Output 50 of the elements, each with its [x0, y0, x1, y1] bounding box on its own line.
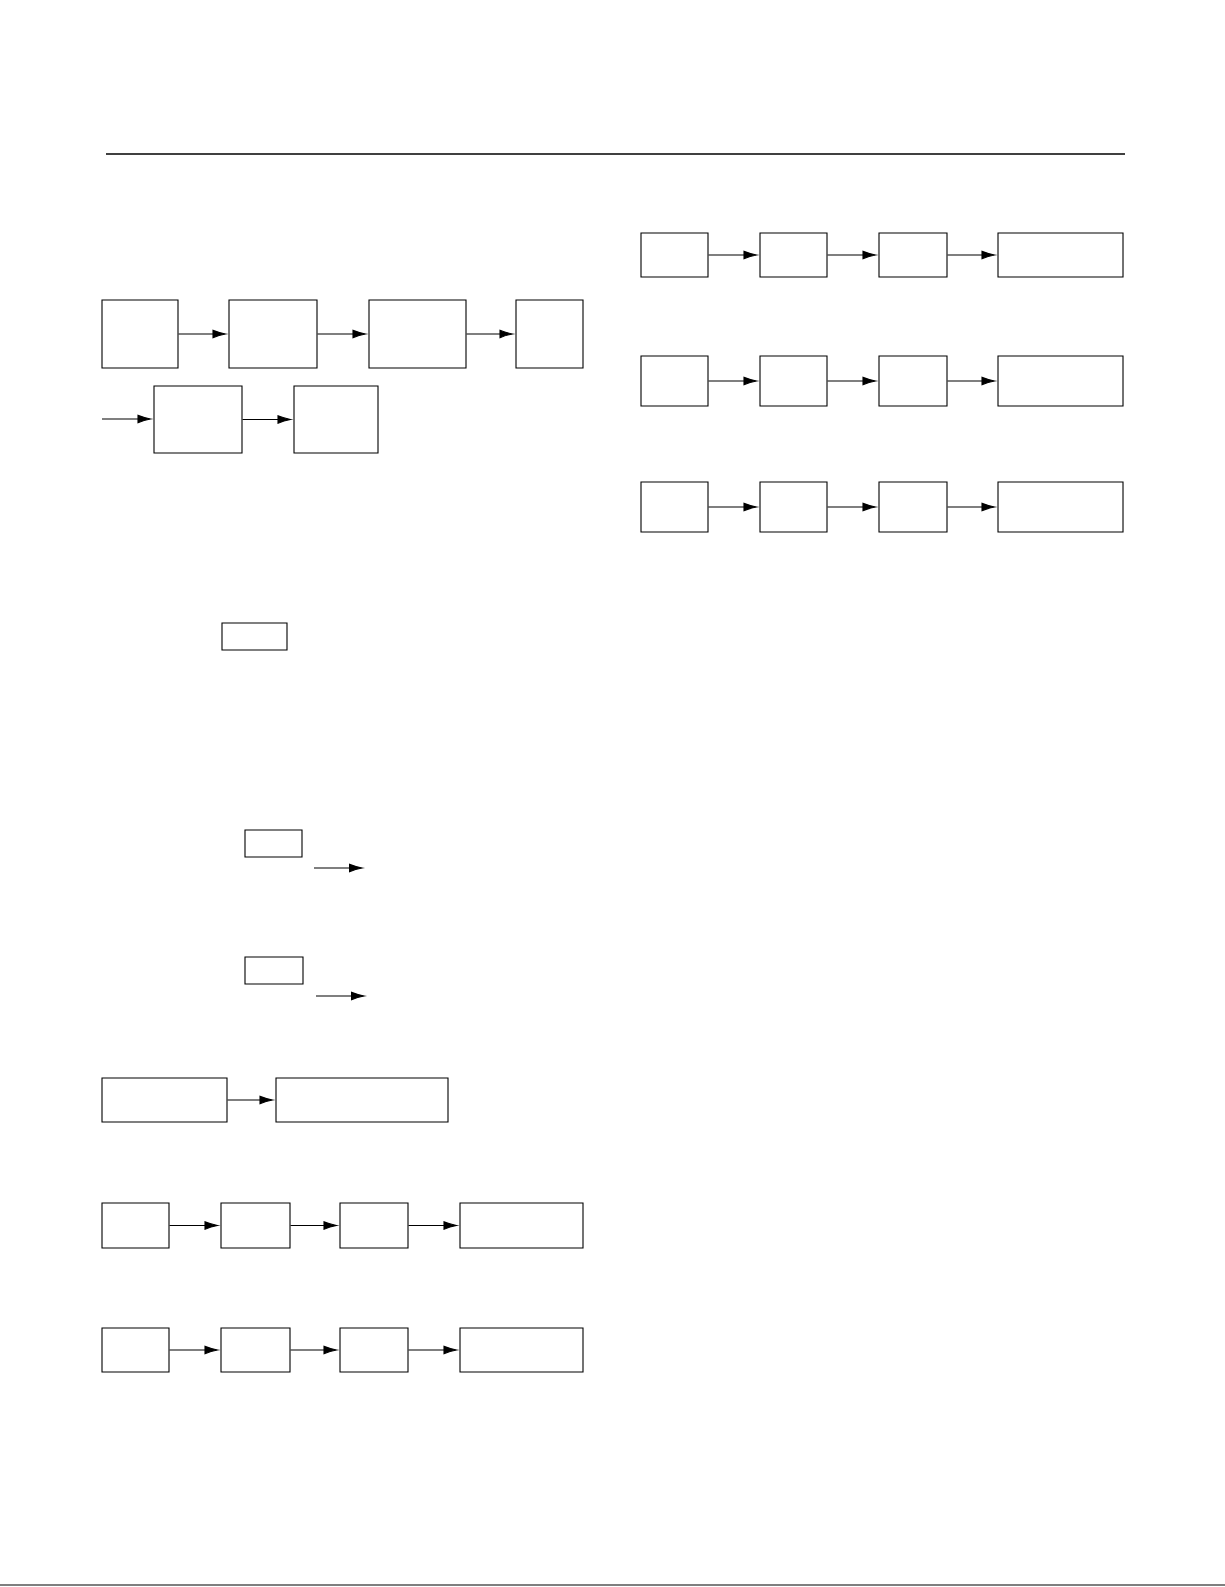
process-box	[368, 299, 467, 369]
process-box	[997, 232, 1124, 278]
arrow	[708, 376, 757, 386]
process-box	[640, 232, 709, 278]
process-box	[459, 1202, 584, 1249]
arrow	[408, 1345, 458, 1355]
process-box	[878, 232, 948, 278]
arrow	[101, 414, 151, 424]
process-box	[640, 481, 709, 533]
process-box	[293, 385, 379, 454]
process-box	[997, 481, 1124, 533]
process-box	[878, 481, 948, 533]
process-box	[220, 1202, 291, 1249]
process-box	[153, 385, 243, 454]
process-box	[997, 355, 1124, 407]
process-box	[459, 1327, 584, 1373]
process-box	[339, 1327, 409, 1373]
arrow	[317, 329, 367, 339]
process-box	[275, 1077, 449, 1123]
arrow	[408, 1221, 458, 1230]
process-box	[220, 1327, 291, 1373]
process-box	[339, 1202, 409, 1249]
arrow	[227, 1095, 273, 1105]
arrow	[947, 502, 995, 512]
process-box	[101, 299, 179, 369]
arrow	[242, 415, 292, 424]
arrow	[466, 329, 513, 339]
process-box	[221, 622, 288, 651]
arrow	[827, 250, 876, 260]
arrow	[708, 502, 757, 512]
process-box	[759, 355, 828, 407]
arrow	[178, 329, 226, 339]
arrow	[169, 1345, 218, 1355]
process-box	[244, 829, 303, 858]
process-box	[228, 299, 318, 369]
process-box	[640, 355, 709, 407]
arrow	[290, 1345, 337, 1355]
process-box	[759, 481, 828, 533]
process-box	[101, 1202, 170, 1249]
arrow	[708, 250, 757, 260]
arrow	[827, 376, 876, 386]
process-box	[244, 956, 304, 985]
process-box	[759, 232, 828, 278]
arrow	[947, 250, 995, 260]
process-box	[101, 1327, 170, 1373]
process-box	[515, 299, 584, 369]
arrow	[947, 376, 995, 386]
process-box	[101, 1077, 228, 1123]
process-box	[878, 355, 948, 407]
arrow	[827, 502, 876, 512]
